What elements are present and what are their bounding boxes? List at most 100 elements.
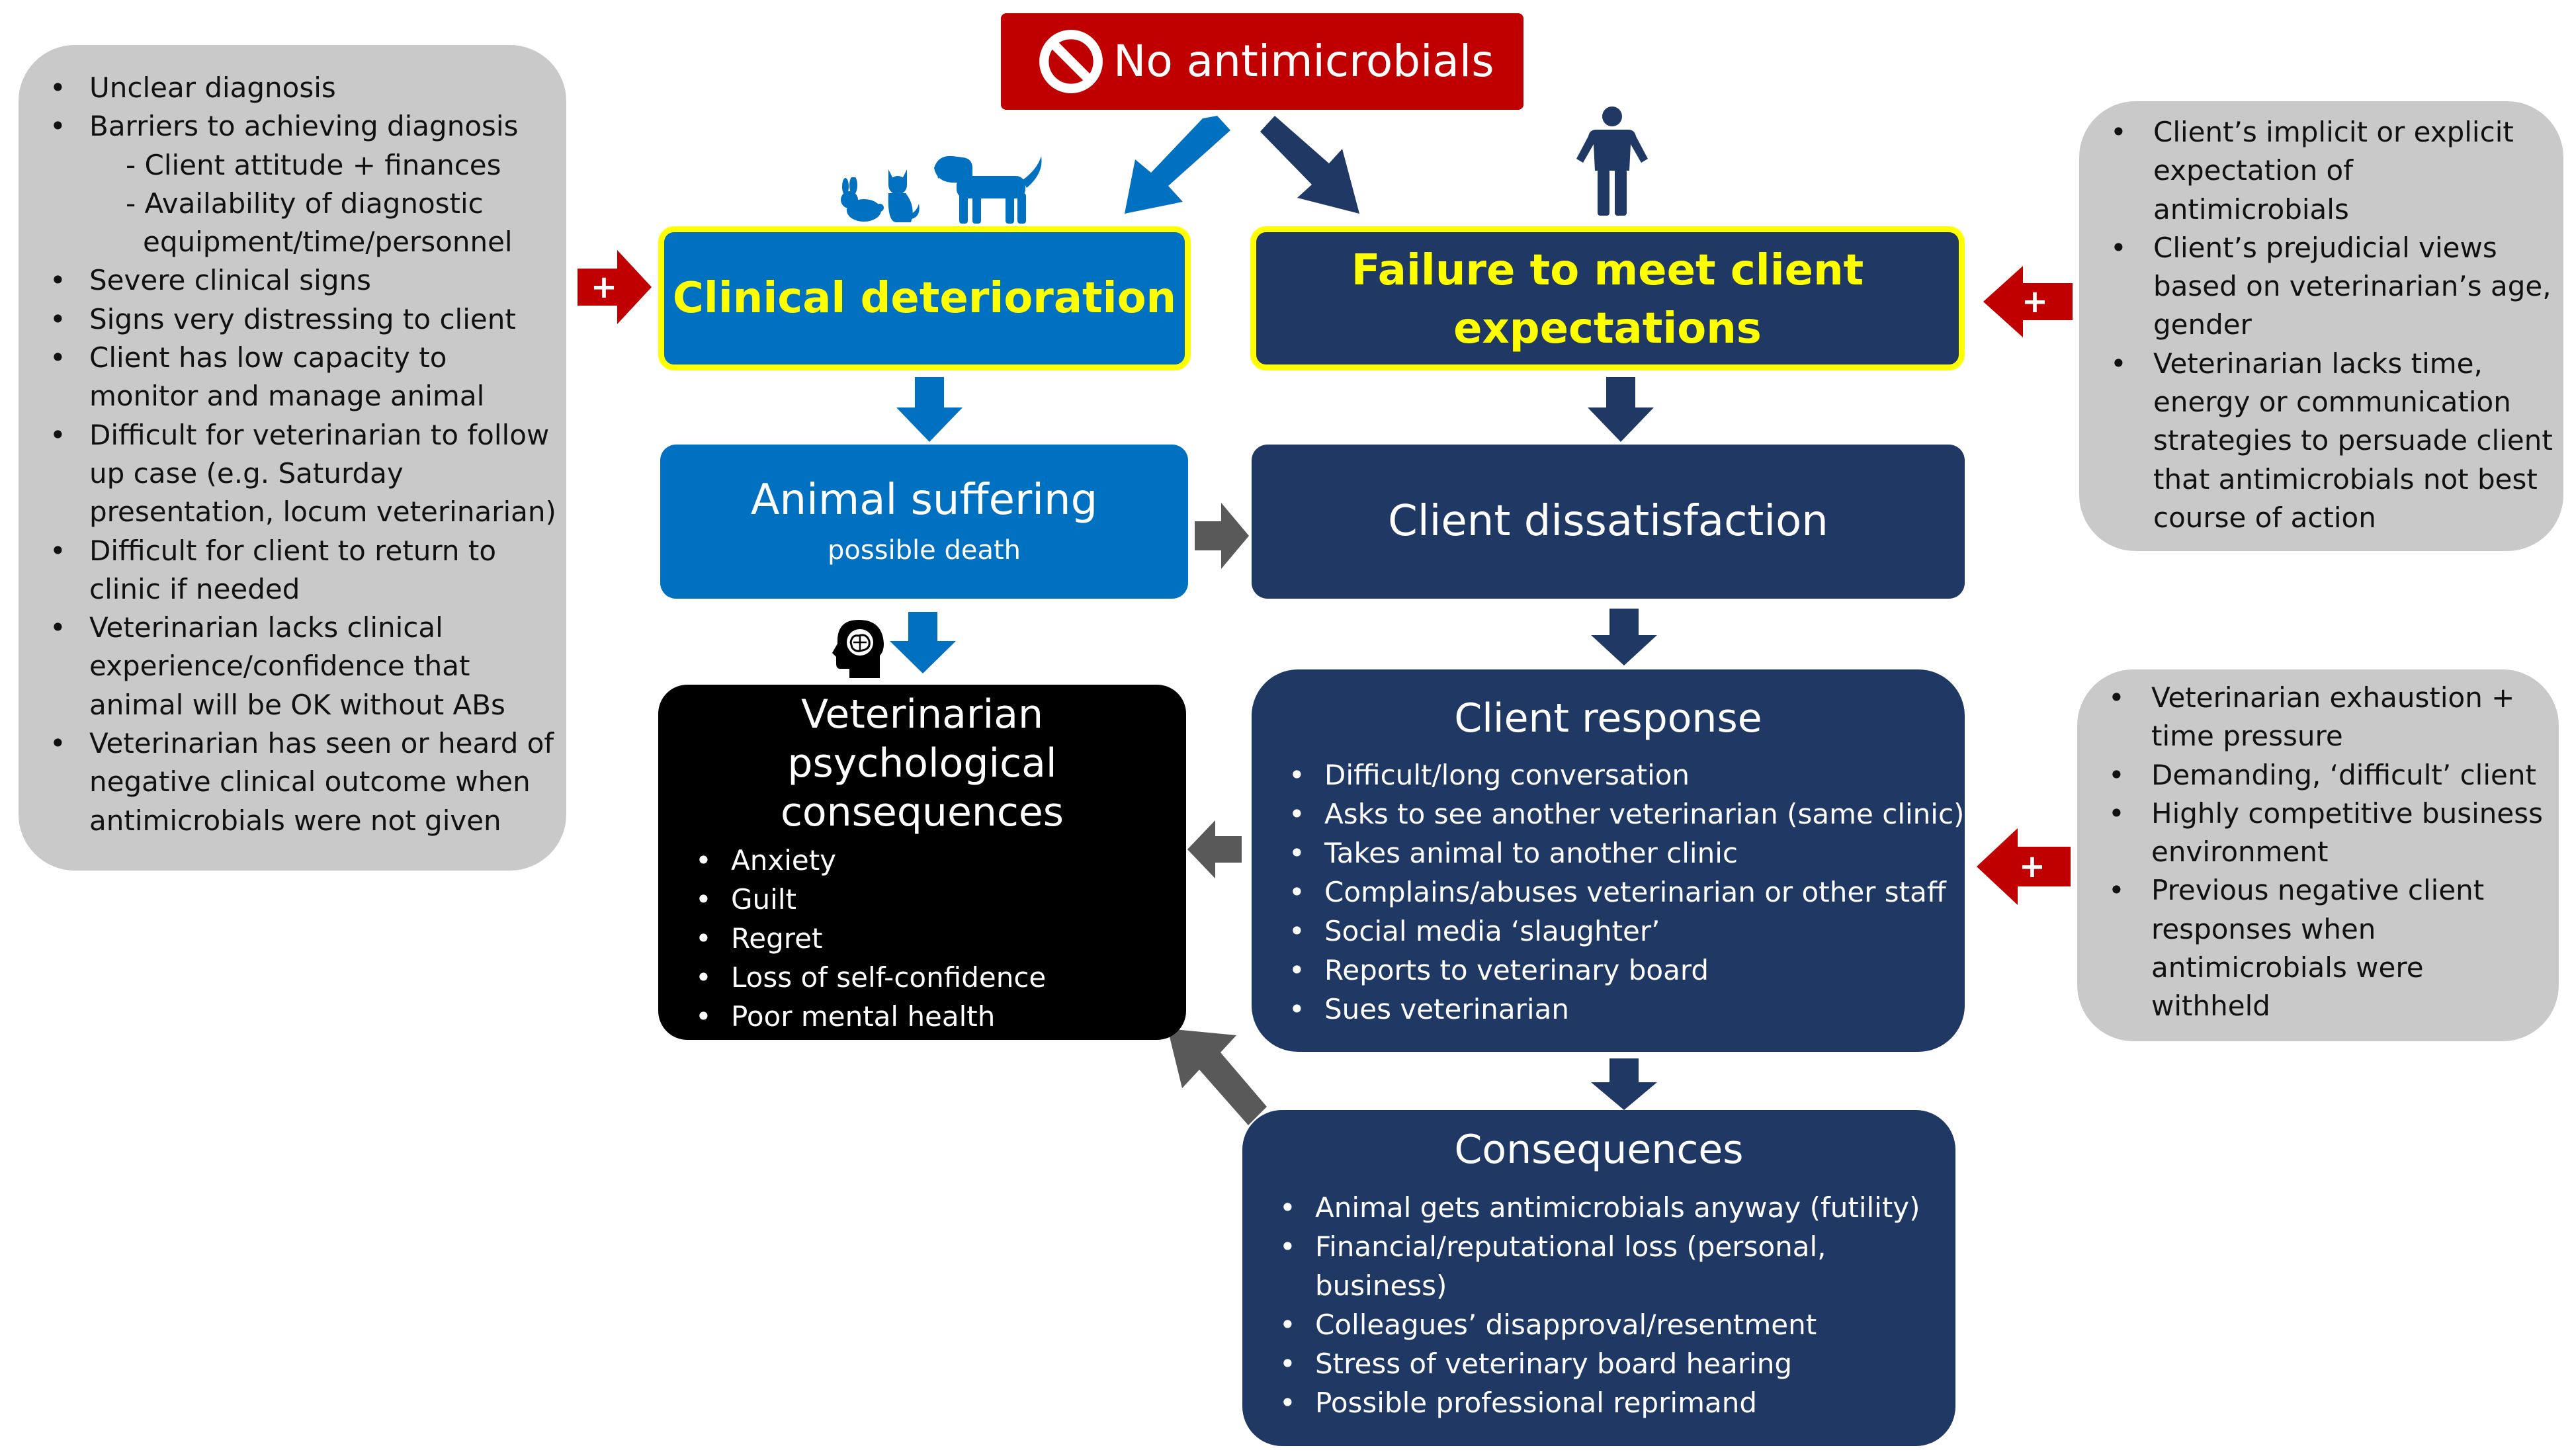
list-item-cont: experience/confidence that	[89, 650, 470, 683]
list-item-cont: clinic if needed	[89, 572, 300, 605]
animal-suffering-subtitle: possible death	[827, 535, 1021, 566]
list-item-cont: energy or communication	[2153, 386, 2511, 419]
arrow-diagonal-grey	[1168, 1029, 1267, 1125]
list-item-cont: up case (e.g. Saturday	[89, 456, 404, 490]
left-factors-list: Unclear diagnosis Barriers to achieving …	[19, 69, 556, 840]
list-item-cont: animal will be OK without ABs	[89, 688, 505, 721]
right-top-factors-list: Client’s implicit or explicit expectatio…	[2079, 113, 2553, 537]
plus-arrow-right-top: +	[1983, 266, 2073, 337]
list-item: Demanding, ‘difficult’ client	[2077, 756, 2543, 795]
consequences-list: Animal gets antimicrobials anyway (futil…	[1242, 1188, 1955, 1422]
animal-suffering-title: Animal suffering	[750, 476, 1098, 525]
list-item: Difficult/long conversation	[1252, 755, 1965, 794]
list-item: Asks to see another veterinarian (same c…	[1252, 794, 1965, 834]
list-item-text: Possible professional reprimand	[1315, 1387, 1758, 1419]
plus-arrow-left: +	[578, 250, 652, 324]
arrow-down-navy-3	[1591, 1058, 1657, 1110]
list-item: Takes animal to another clinic	[1252, 834, 1965, 873]
list-item: Poor mental health	[658, 997, 1046, 1036]
list-item-cont: presentation, locum veterinarian)	[89, 495, 556, 529]
plus-symbol: +	[591, 269, 617, 306]
list-item-cont: equipment/time/personnel	[143, 226, 513, 259]
vet-psych-list: Anxiety Guilt Regret Loss of self-confid…	[658, 841, 1046, 1036]
list-item: Client has low capacity to	[19, 339, 556, 378]
client-response-box: Client response Difficult/long conversat…	[1252, 669, 1965, 1052]
plus-symbol: +	[2022, 283, 2048, 320]
client-response-title: Client response	[1454, 695, 1762, 742]
list-item: Unclear diagnosis	[19, 69, 556, 108]
failure-client-expectations-box: Failure to meet client expectations	[1250, 226, 1965, 370]
right-bottom-factors-box: Veterinarian exhaustion + time pressure …	[2077, 669, 2559, 1041]
list-item: Anxiety	[658, 841, 1046, 880]
list-item: Possible professional reprimand	[1242, 1383, 1955, 1422]
list-item: Barriers to achieving diagnosis	[19, 107, 556, 146]
arrow-to-failure-expectations	[1260, 116, 1359, 214]
client-dissatisfaction-box: Client dissatisfaction	[1252, 445, 1965, 599]
no-antimicrobials-label: No antimicrobials	[1113, 36, 1494, 87]
list-item: Animal gets antimicrobials anyway (futil…	[1242, 1188, 1955, 1227]
failure-expectations-title-line1: Failure to meet client	[1351, 246, 1864, 295]
list-item-text-cont: business)	[1315, 1269, 1447, 1302]
list-item: Highly competitive business	[2077, 794, 2543, 834]
cat-icon	[888, 169, 920, 222]
right-top-factors-box: Client’s implicit or explicit expectatio…	[2079, 101, 2563, 551]
list-item: Client’s prejudicial views	[2079, 229, 2553, 268]
list-item: Veterinarian has seen or heard of	[19, 724, 556, 763]
list-item: Signs very distressing to client	[19, 300, 556, 339]
list-item: Loss of self-confidence	[658, 958, 1046, 997]
arrow-down-blue-2	[890, 612, 956, 673]
consequences-box: Consequences Animal gets antimicrobials …	[1242, 1110, 1955, 1446]
vet-psych-title-line2: psychological	[787, 740, 1057, 787]
list-item: Social media ‘slaughter’	[1252, 912, 1965, 951]
list-item: Severe clinical signs	[19, 261, 556, 300]
list-item: Financial/reputational loss (personal,bu…	[1242, 1227, 1955, 1305]
no-antimicrobials-box: No antimicrobials	[1001, 13, 1523, 110]
client-response-list: Difficult/long conversation Asks to see …	[1252, 755, 1965, 1029]
list-item-cont: based on veterinarian’s age,	[2153, 270, 2551, 303]
clinical-deterioration-box: Clinical deterioration	[658, 226, 1191, 370]
right-bottom-factors-list: Veterinarian exhaustion + time pressure …	[2077, 679, 2543, 1026]
list-item-cont: gender	[2153, 308, 2252, 341]
list-item-cont: monitor and manage animal	[89, 380, 485, 413]
dog-icon	[934, 155, 1042, 224]
list-item: Sues veterinarian	[1252, 990, 1965, 1029]
list-item-cont: withheld	[2151, 990, 2270, 1023]
list-item-cont: strategies to persuade client	[2153, 424, 2553, 457]
list-item: Reports to veterinary board	[1252, 951, 1965, 990]
list-item-cont: responses when	[2151, 912, 2376, 945]
list-item-cont: environment	[2151, 835, 2329, 869]
list-item: Previous negative client	[2077, 871, 2543, 910]
list-item-text: Colleagues’ disapproval/resentment	[1315, 1308, 1817, 1341]
list-item-cont: negative clinical outcome when	[89, 765, 531, 798]
list-item-cont: expectation of	[2153, 154, 2354, 187]
no-symbol-icon	[1039, 30, 1103, 93]
plus-symbol: +	[2019, 848, 2045, 885]
clinical-deterioration-title: Clinical deterioration	[672, 274, 1177, 323]
list-item: Colleagues’ disapproval/resentment	[1242, 1305, 1955, 1344]
arrow-to-clinical-deterioration	[1125, 116, 1230, 214]
arrow-right-grey	[1195, 503, 1249, 569]
list-item-sub: - Availability of diagnostic	[126, 187, 484, 220]
arrow-down-navy-2	[1591, 609, 1657, 665]
person-icon	[1576, 107, 1648, 216]
vet-psych-box: Veterinarian psychological consequences …	[658, 685, 1186, 1040]
list-item: Client’s implicit or explicit	[2079, 113, 2553, 152]
animal-suffering-box: Animal suffering possible death	[660, 445, 1188, 599]
arrow-down-navy-1	[1588, 377, 1654, 442]
list-item-cont: that antimicrobials not best	[2153, 462, 2538, 495]
plus-arrow-right-bottom: +	[1977, 828, 2071, 905]
list-item: Difficult for client to return to	[19, 532, 556, 571]
brain-head-icon	[832, 620, 884, 678]
arrow-down-blue-1	[896, 377, 963, 442]
list-item: Regret	[658, 919, 1046, 958]
list-item-sub: - Client attitude + finances	[126, 148, 501, 181]
failure-expectations-title-line2: expectations	[1453, 304, 1762, 353]
left-factors-box: Unclear diagnosis Barriers to achieving …	[19, 45, 566, 871]
client-dissatisfaction-title: Client dissatisfaction	[1388, 497, 1828, 546]
list-item-cont: antimicrobials were not given	[89, 804, 501, 837]
list-item: Difficult for veterinarian to follow	[19, 416, 556, 455]
list-item: Stress of veterinary board hearing	[1242, 1344, 1955, 1383]
list-item: Guilt	[658, 880, 1046, 919]
vet-psych-title-line3: consequences	[780, 789, 1064, 835]
list-item-cont: antimicrobials	[2153, 193, 2349, 226]
